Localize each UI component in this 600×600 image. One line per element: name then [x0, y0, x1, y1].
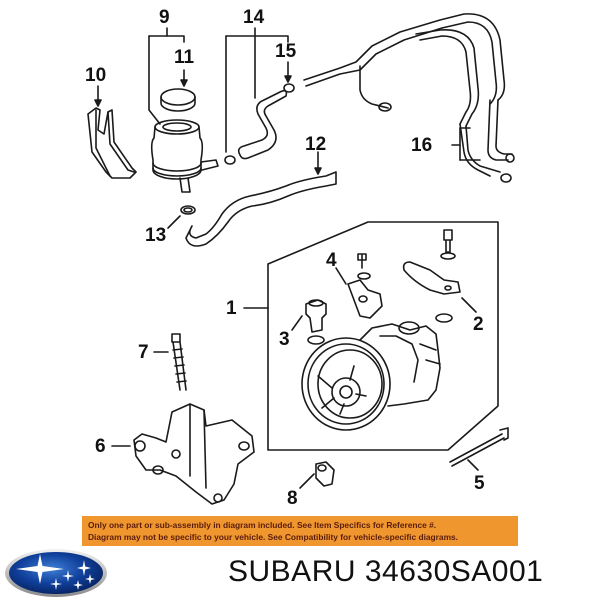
- washer-2-top: [440, 252, 456, 260]
- callout-7: 7: [138, 342, 149, 363]
- disclaimer-banner: Only one part or sub-assembly in diagram…: [82, 516, 518, 546]
- callout-4: 4: [326, 250, 337, 271]
- arrow-12: [314, 167, 322, 175]
- washer-3: [307, 335, 325, 345]
- leader-13: [167, 215, 181, 229]
- leader-8: [299, 473, 315, 489]
- leader-5: [467, 459, 479, 471]
- leader-14b: [225, 35, 289, 43]
- subaru-logo-icon: [5, 549, 107, 597]
- reservoir-bracket-part: [87, 107, 137, 179]
- arrow-15: [284, 75, 292, 83]
- callout-14: 14: [243, 7, 265, 28]
- reservoir-part: [150, 88, 219, 193]
- clamp-13-inner: [183, 207, 193, 213]
- callout-1: 1: [226, 298, 237, 319]
- callout-3: 3: [279, 329, 290, 350]
- return-hose-part: [224, 83, 295, 165]
- long-bolt-part: [449, 427, 509, 467]
- washer-2: [435, 313, 453, 323]
- disclaimer-line-1: Only one part or sub-assembly in diagram…: [88, 520, 437, 530]
- bolt-2: [443, 229, 453, 253]
- assembly-frame: [267, 221, 499, 451]
- parts-diagram: [87, 13, 515, 505]
- pump-body-part: [301, 321, 441, 431]
- callout-12: 12: [305, 134, 327, 155]
- leader-4: [335, 267, 347, 285]
- callout-9: 9: [159, 7, 170, 28]
- mounting-bracket-part: [133, 403, 255, 505]
- callout-13: 13: [145, 225, 167, 246]
- callout-8: 8: [287, 488, 298, 509]
- callout-15: 15: [275, 41, 297, 62]
- callout-5: 5: [474, 473, 485, 494]
- callout-6: 6: [95, 436, 106, 457]
- leader-9a: [148, 35, 161, 125]
- outlet-fitting-part: [402, 261, 461, 295]
- arrow-10: [94, 99, 102, 107]
- leader-3: [291, 315, 303, 331]
- washer-4: [357, 272, 371, 280]
- bushing-hole: [317, 464, 327, 472]
- callout-11: 11: [174, 47, 195, 68]
- suction-hose-part: [185, 171, 337, 247]
- leader-9b: [148, 35, 185, 43]
- pressure-lines-part: [303, 13, 515, 183]
- part-title: SUBARU 34630SA001: [228, 555, 544, 588]
- bracket-plate-part: [347, 279, 383, 319]
- leader-2: [461, 297, 477, 313]
- relief-valve-part: [305, 299, 327, 333]
- bushing-part: [315, 461, 335, 487]
- callout-16: 16: [411, 135, 433, 156]
- valve-top: [308, 299, 324, 307]
- callout-2: 2: [473, 314, 484, 335]
- bolt-4: [357, 253, 367, 269]
- arrow-11: [180, 79, 188, 87]
- bracket-hole: [358, 295, 368, 303]
- callout-10: 10: [85, 65, 107, 86]
- clamp-13-part: [180, 205, 196, 215]
- bracket-bolt-part: [171, 333, 187, 391]
- fitting-hole: [444, 285, 452, 291]
- disclaimer-line-2: Diagram may not be specific to your vehi…: [88, 532, 459, 542]
